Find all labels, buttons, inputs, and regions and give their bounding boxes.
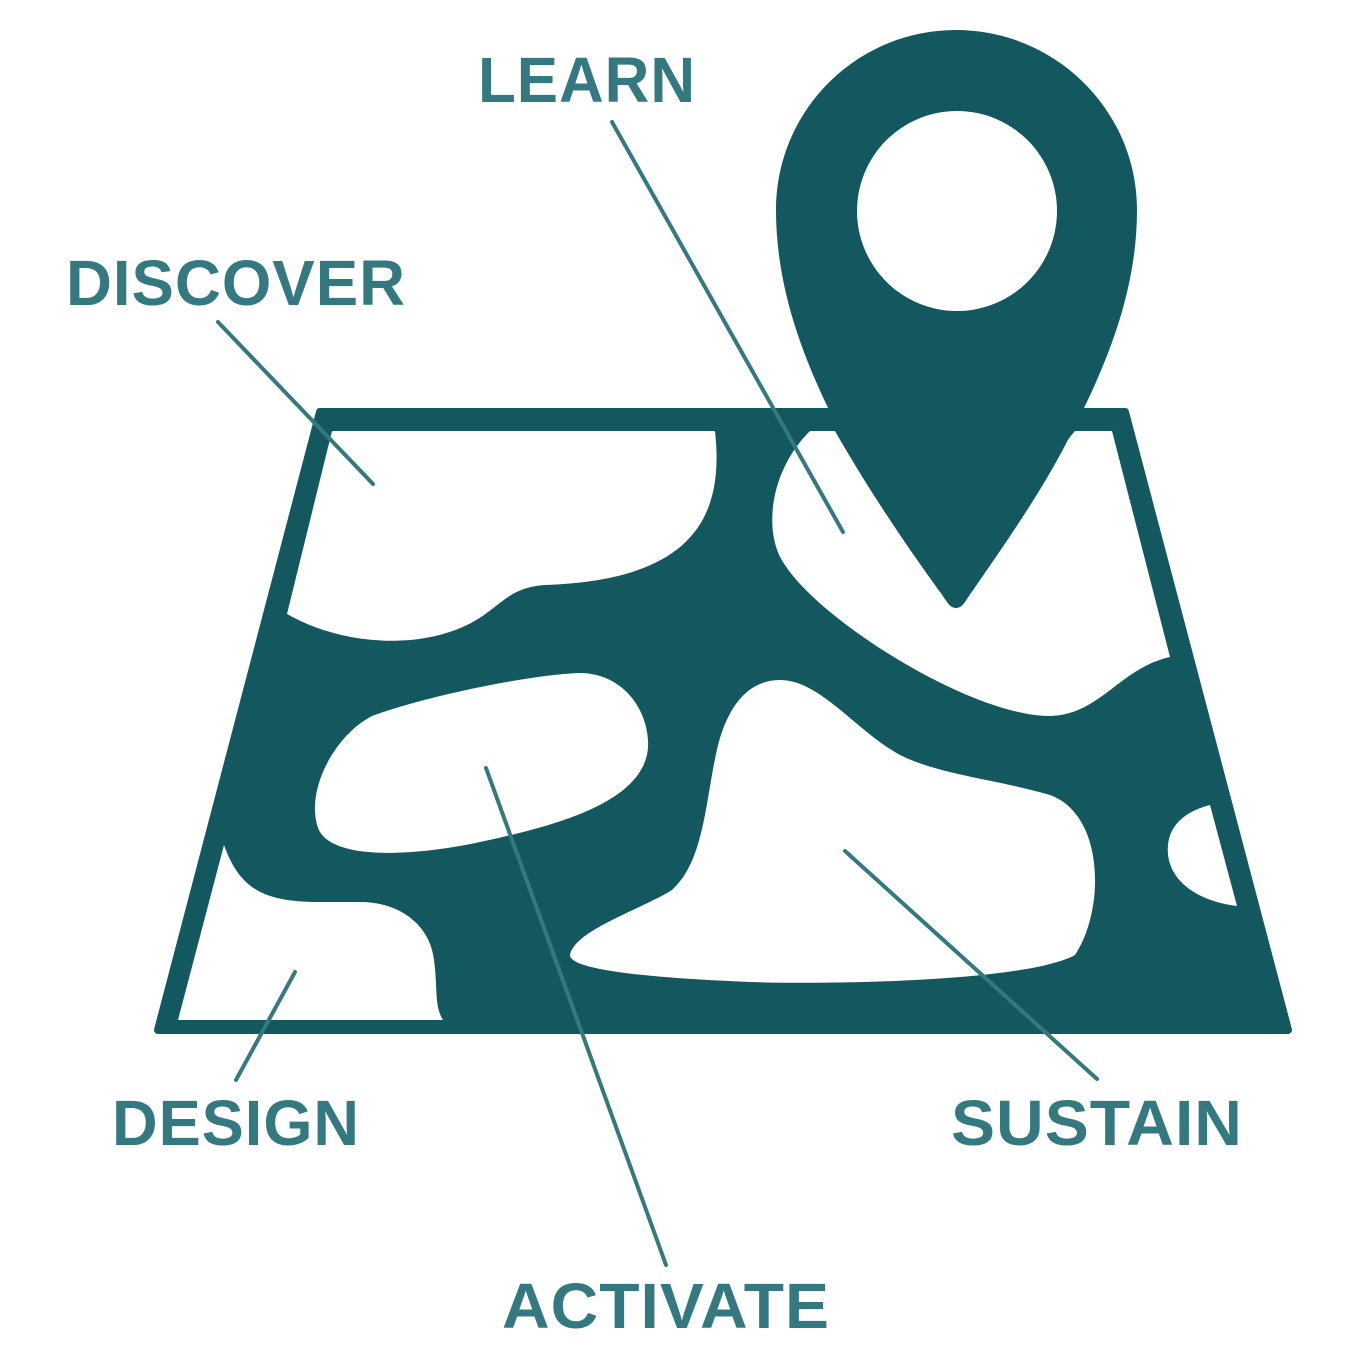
label-discover: DISCOVER bbox=[66, 247, 406, 319]
map-region-bottom-left bbox=[178, 845, 443, 1020]
map-region-top-middle bbox=[772, 431, 1170, 716]
pin-hole bbox=[857, 111, 1057, 311]
leader-line-sustain bbox=[843, 849, 1099, 1081]
leader-line-design bbox=[234, 970, 297, 1082]
label-learn: LEARN bbox=[478, 44, 696, 116]
label-sustain: SUSTAIN bbox=[951, 1087, 1243, 1159]
leader-line-activate bbox=[484, 766, 668, 1267]
folded-map-icon bbox=[154, 408, 1292, 1034]
label-activate: ACTIVATE bbox=[502, 1270, 830, 1342]
map-region-right-edge bbox=[1167, 805, 1237, 906]
stage-labels: LEARN DISCOVER DESIGN ACTIVATE SUSTAIN bbox=[66, 44, 1243, 1342]
map-region-middle-left bbox=[314, 672, 649, 853]
map-region-top-left bbox=[287, 431, 717, 641]
leader-line-discover bbox=[216, 320, 375, 486]
leader-line-learn bbox=[610, 120, 845, 534]
map-region-bottom-middle bbox=[570, 680, 1096, 983]
label-design: DESIGN bbox=[112, 1087, 360, 1159]
location-pin-icon bbox=[776, 30, 1137, 608]
leader-lines bbox=[216, 120, 1099, 1267]
